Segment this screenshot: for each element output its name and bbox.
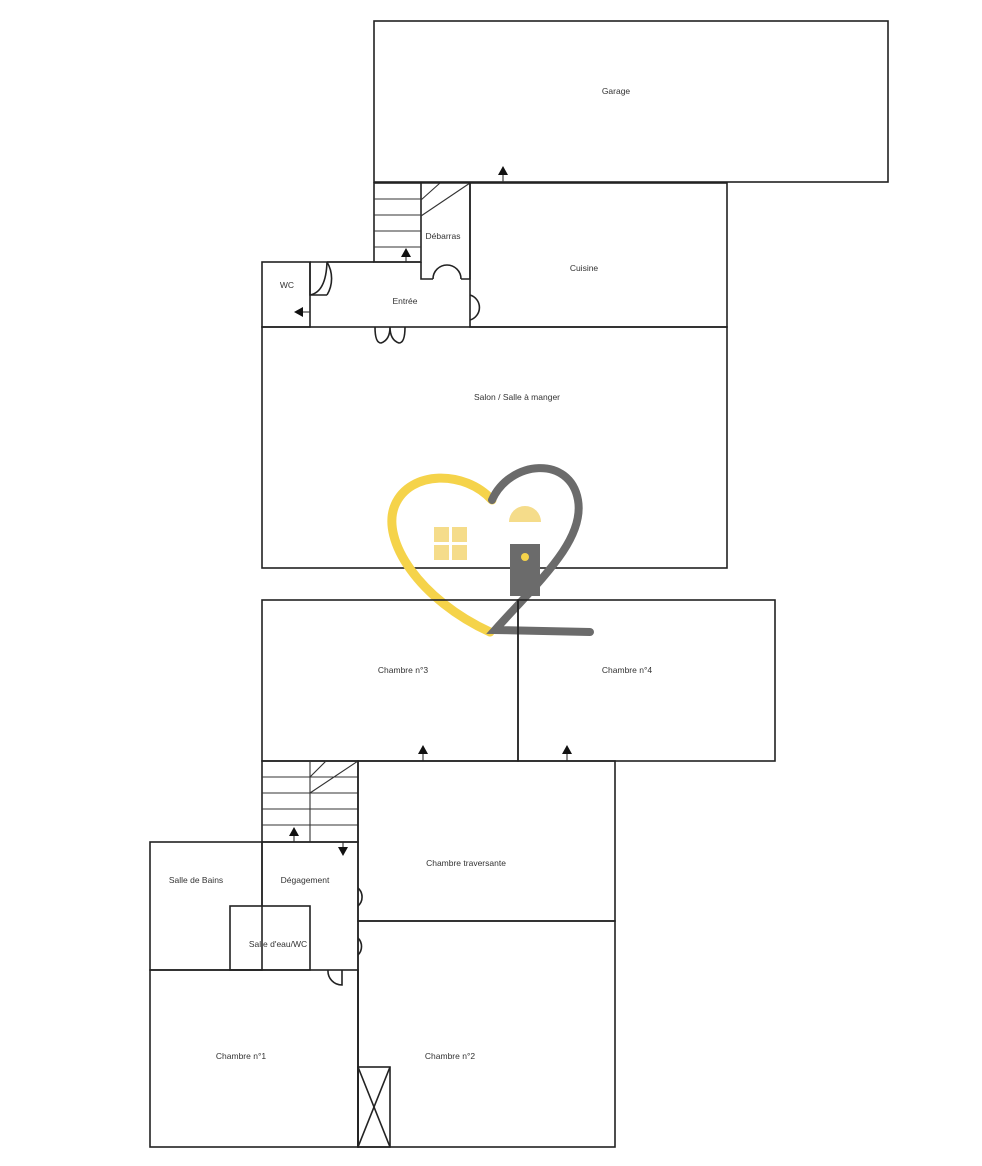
room-degagement	[261, 841, 359, 1147]
room-chambre-traversante	[357, 760, 616, 922]
arrow-down-icon	[338, 847, 348, 856]
closet	[357, 1066, 391, 1148]
agency-logo	[387, 464, 594, 637]
label-chambre1: Chambre n°1	[216, 1051, 266, 1061]
label-degagement: Dégagement	[281, 875, 330, 885]
staircase-upper	[373, 182, 471, 263]
label-garage: Garage	[602, 86, 631, 96]
label-cuisine: Cuisine	[570, 263, 599, 273]
label-salle-eau: Salle d'eau/WC	[249, 939, 307, 949]
room-cuisine	[469, 182, 728, 328]
staircase-lower	[261, 760, 359, 843]
room-salon	[261, 326, 728, 569]
label-wc: WC	[280, 280, 294, 290]
upper-floor: Chambre n°3 Chambre n°4 Chambre traversa…	[149, 599, 776, 1148]
label-chambre4: Chambre n°4	[602, 665, 652, 675]
label-chambre2: Chambre n°2	[425, 1051, 475, 1061]
room-chambre4	[517, 599, 776, 762]
label-salon: Salon / Salle à manger	[474, 392, 560, 402]
label-entree: Entrée	[392, 296, 417, 306]
room-entree	[310, 261, 481, 321]
label-debarras: Débarras	[426, 231, 461, 241]
door	[327, 887, 363, 986]
arrow-icon	[418, 745, 428, 754]
room-wc	[261, 261, 311, 328]
arrow-icon	[289, 827, 299, 836]
label-salle-de-bains: Salle de Bains	[169, 875, 223, 885]
ground-floor: Garage Débarras Cuisine WC Entrée Salon …	[261, 20, 889, 569]
arrow-icon	[562, 745, 572, 754]
front-door	[374, 326, 406, 344]
label-chambre-traversante: Chambre traversante	[426, 858, 506, 868]
label-chambre3: Chambre n°3	[378, 665, 428, 675]
room-chambre2	[357, 920, 616, 1148]
room-garage	[373, 20, 889, 183]
arrow-icon	[401, 248, 411, 257]
arrow-icon	[498, 166, 508, 175]
room-salle-eau	[229, 905, 311, 971]
arrow-left-icon	[294, 307, 303, 317]
